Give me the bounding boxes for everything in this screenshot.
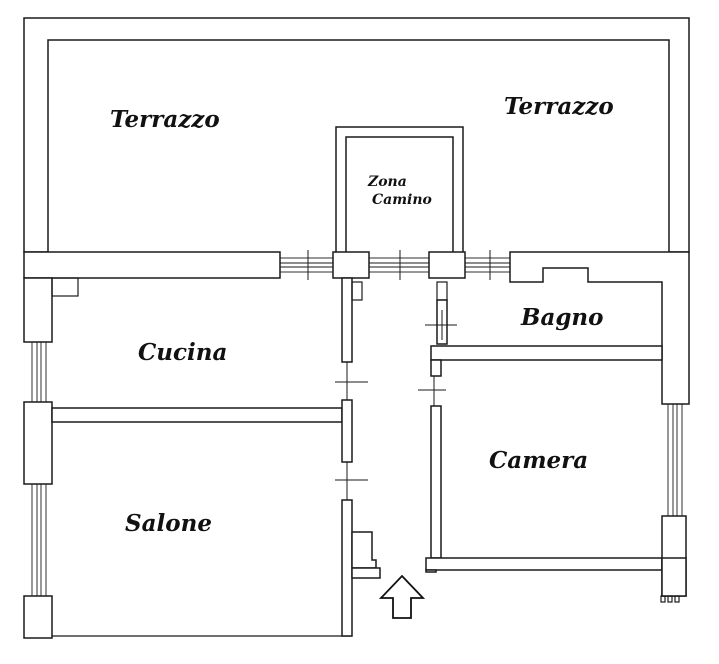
entrance-jamb-left: [351, 567, 381, 579]
west-wall-mid: [23, 401, 53, 485]
window-west-lower: [31, 483, 47, 597]
west-wall-top: [23, 277, 53, 343]
room-label-cucina: Cucina: [138, 339, 227, 366]
corner-nub: [51, 277, 79, 297]
room-label-salone: Salone: [125, 510, 212, 537]
window-east: [667, 403, 683, 517]
jamb-small-right: [436, 281, 448, 301]
camera-west-wall: [430, 359, 442, 377]
east-wall-corner: [661, 557, 687, 597]
wall-cucina-salone: [51, 407, 343, 423]
west-wall-bottom: [23, 595, 53, 639]
north-wall-left: [23, 251, 281, 279]
pillar-right: [428, 251, 466, 279]
camera-south-stub: [425, 569, 437, 573]
window-north-right: [464, 250, 511, 280]
camera-south-wall: [425, 557, 663, 571]
window-north-center: [368, 250, 430, 280]
window-west-upper: [31, 341, 47, 403]
room-label-camera: Camera: [489, 447, 588, 474]
corridor-wall-left: [341, 277, 353, 363]
room-label-terrazzo-right: Terrazzo: [504, 93, 614, 120]
wall-bagno-camera: [430, 345, 663, 361]
room-label-terrazzo-left: Terrazzo: [110, 106, 220, 133]
arrow-up-icon: [378, 574, 426, 619]
pillar-left: [332, 251, 370, 279]
fireplace-enclosure: [335, 126, 464, 255]
jamb-small-left: [351, 281, 363, 301]
corridor-wall-left-mid: [341, 399, 353, 463]
corridor-wall-left-low: [341, 499, 353, 637]
entrance-step-left: [351, 531, 377, 569]
room-label-bagno: Bagno: [520, 304, 604, 331]
camera-west-wall-low: [430, 405, 442, 559]
room-label-zona: Zona: [367, 174, 407, 190]
downpipe-marks: [660, 595, 680, 603]
north-wall-right: [509, 251, 690, 405]
window-north-left: [279, 250, 334, 280]
room-label-camino: Camino: [372, 192, 432, 208]
